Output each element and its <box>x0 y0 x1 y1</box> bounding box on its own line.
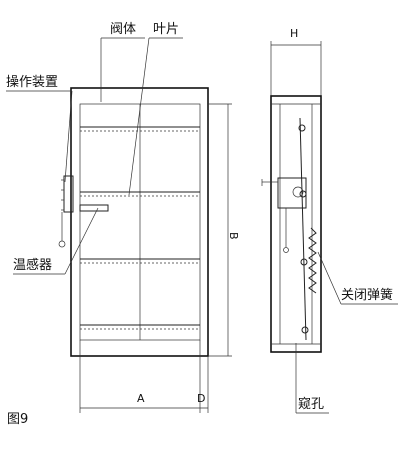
valve-body-frame <box>70 87 209 357</box>
blade-row <box>80 191 200 197</box>
dimension-d-label: D <box>197 392 205 405</box>
blade-row <box>80 324 200 330</box>
dimension-b-label: B <box>227 232 240 240</box>
side-frame <box>270 95 322 353</box>
blade-shaft <box>300 258 308 266</box>
front-view <box>58 87 209 357</box>
figure-number: 图9 <box>7 412 28 427</box>
actuator-pull-ring <box>58 240 66 248</box>
side-view: H <box>261 27 322 353</box>
side-actuator <box>277 177 307 209</box>
blade-row <box>80 258 200 264</box>
blade-shaft <box>301 326 309 334</box>
blade-shaft <box>298 124 306 132</box>
blade-label: 叶片 <box>153 22 179 37</box>
closing-spring-label: 关闭弹簧 <box>341 287 393 303</box>
actuator-box <box>63 175 74 213</box>
thermostat-body <box>79 204 109 212</box>
dimension-b: B <box>208 103 240 357</box>
peephole-label: 窥孔 <box>298 396 324 412</box>
dimension-a-label: A <box>137 392 145 405</box>
dimension-a: A D <box>79 340 209 413</box>
closing-spring <box>308 227 317 294</box>
dimension-h-label: H <box>290 27 298 40</box>
blade-row <box>80 126 200 132</box>
valve-body-label: 阀体 <box>110 22 136 37</box>
actuator-label: 操作装置 <box>6 74 58 90</box>
thermostat-label: 温感器 <box>13 257 52 273</box>
